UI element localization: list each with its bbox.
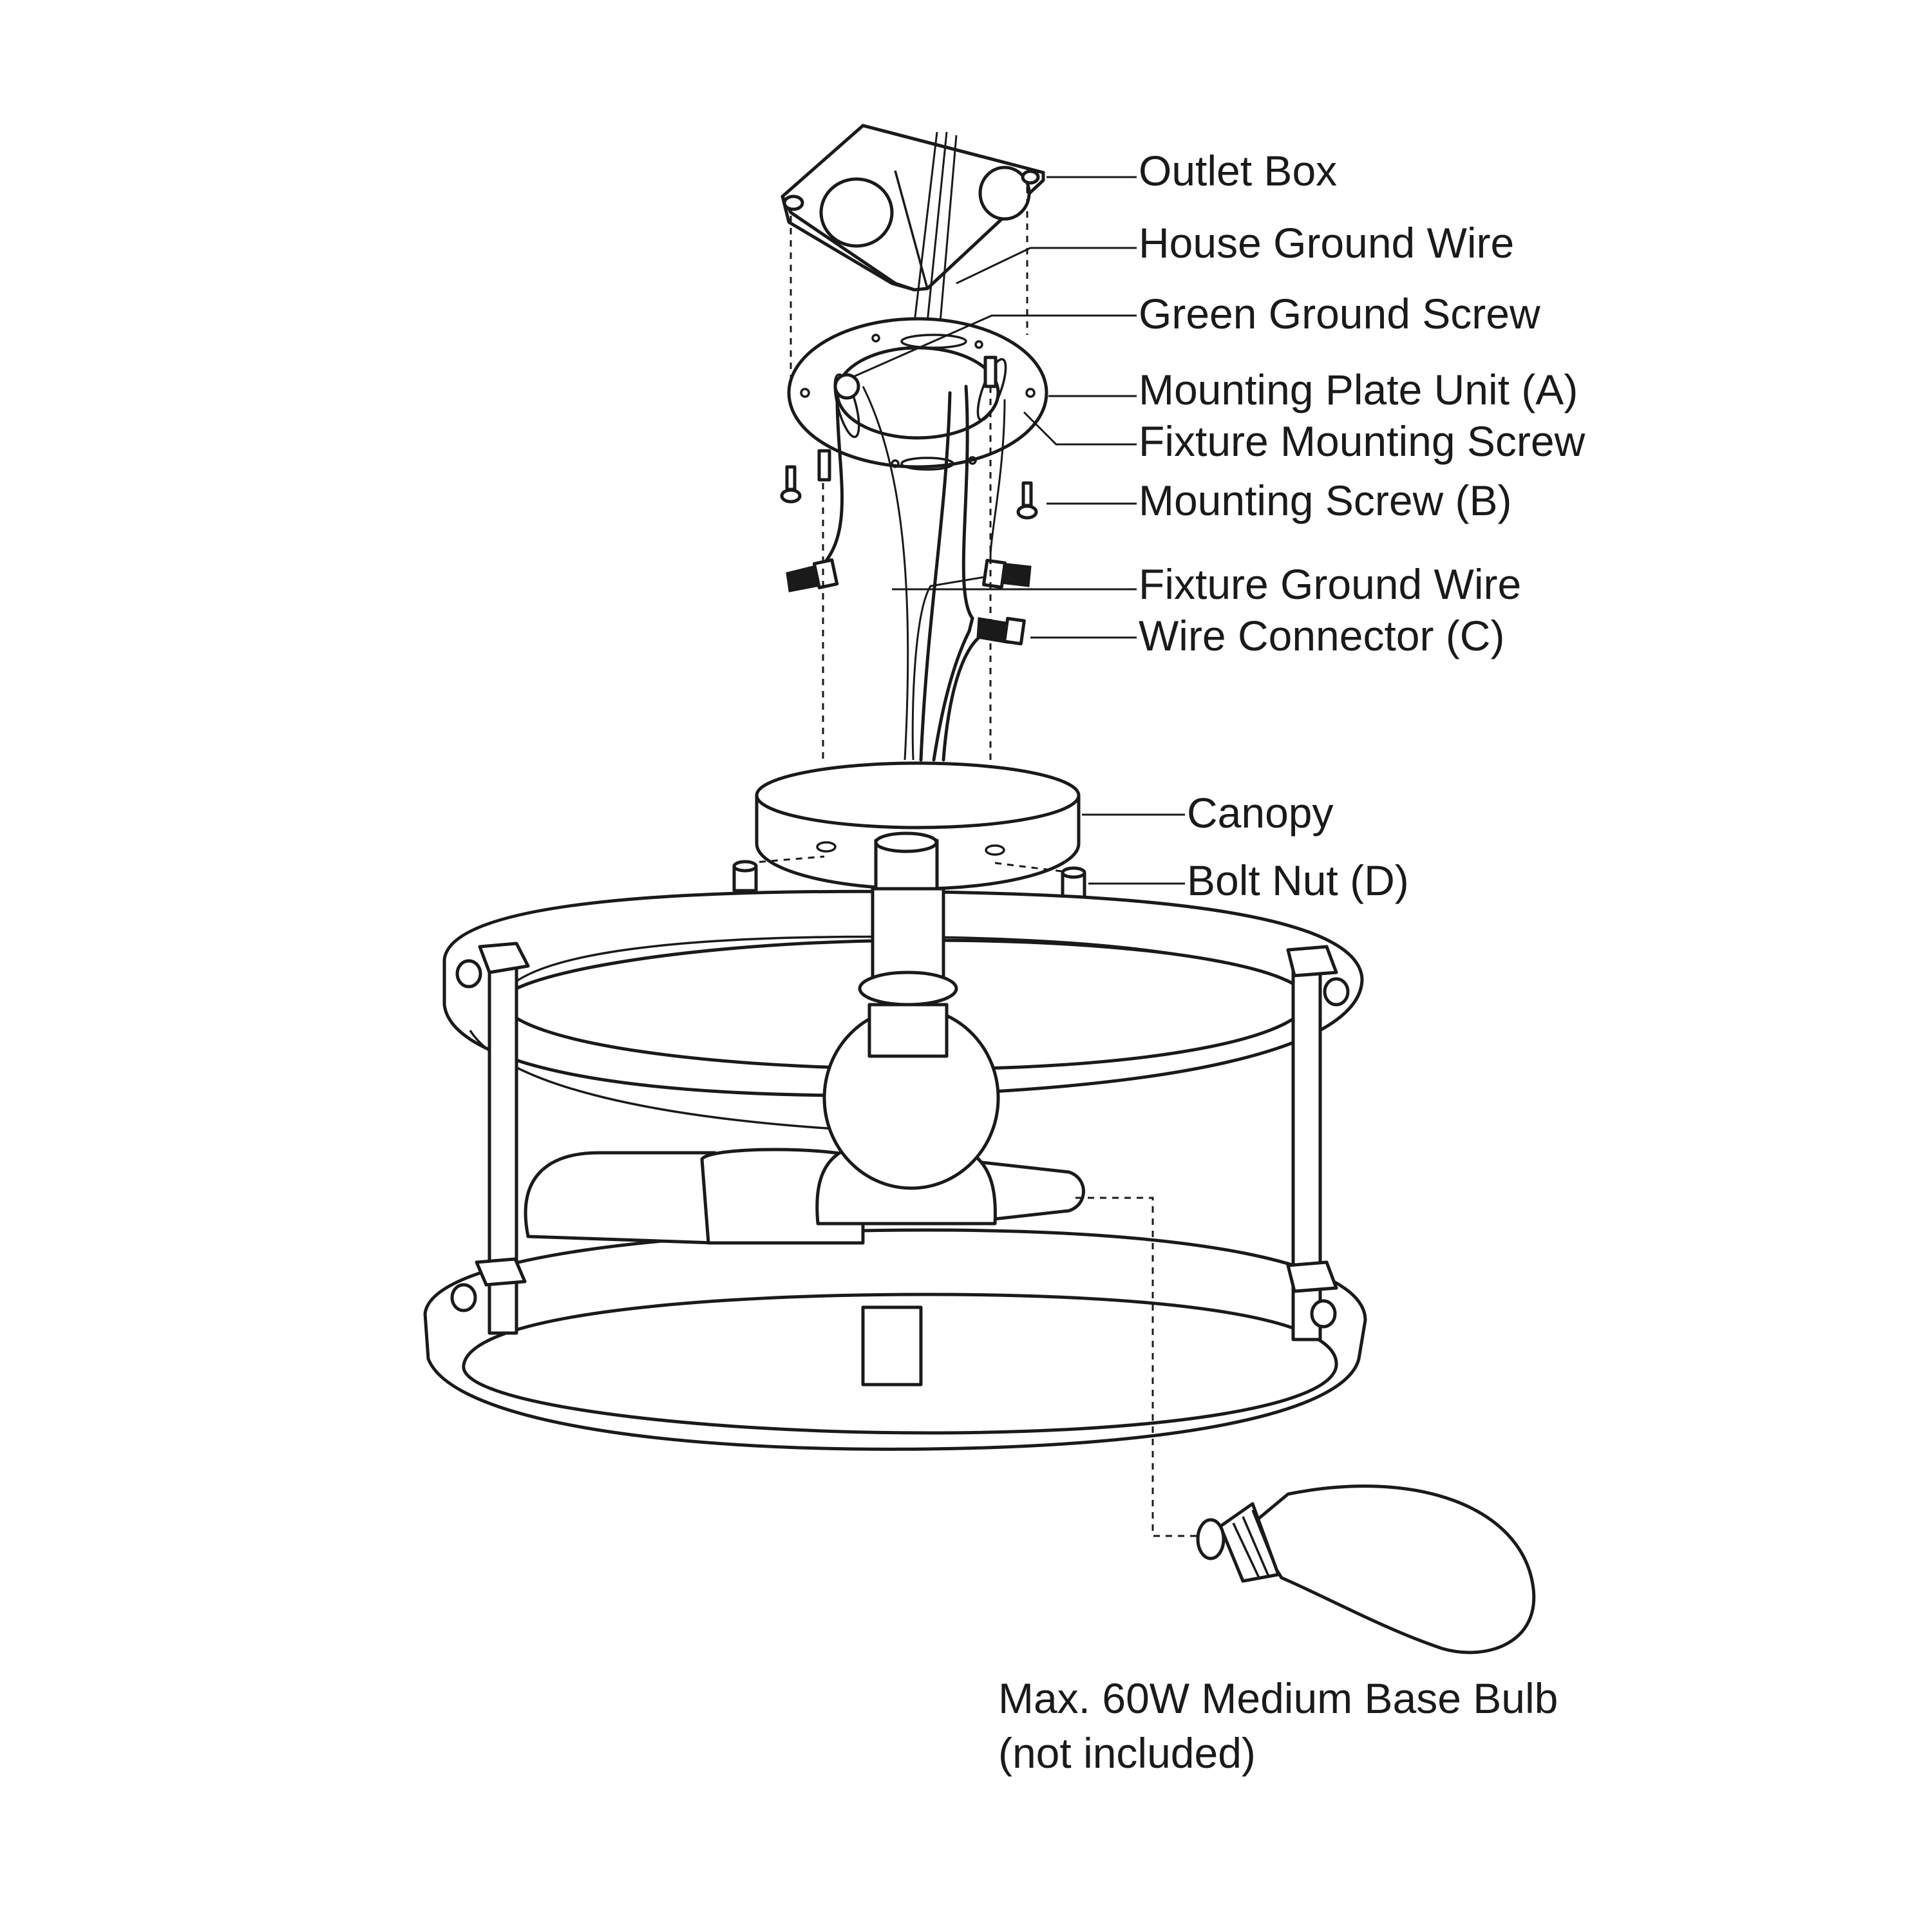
mounting-screw-right <box>1016 481 1038 520</box>
bulb-leader <box>1075 1197 1211 1537</box>
mounting-screw-left <box>780 465 802 504</box>
label-bulb-spec: Max. 60W Medium Base Bulb <box>998 1674 1558 1722</box>
label-wire-connector: Wire Connector (C) <box>1139 612 1504 659</box>
green-ground-screw-leader <box>853 314 1137 378</box>
wire-connector-right <box>976 616 1026 646</box>
label-bolt-nut: Bolt Nut (D) <box>1187 857 1409 904</box>
house-ground-wire-leader <box>956 247 1137 285</box>
label-canopy: Canopy <box>1187 789 1334 837</box>
wire-connector-middle <box>981 558 1032 589</box>
label-outlet-box: Outlet Box <box>1139 147 1337 194</box>
bolt-nut-right <box>1061 866 1086 899</box>
label-fixture-ground-wire: Fixture Ground Wire <box>1139 560 1521 608</box>
label-house-ground-wire: House Ground Wire <box>1139 219 1514 267</box>
label-bulb-note: (not included) <box>998 1729 1256 1777</box>
bolt-nut-left <box>732 860 758 893</box>
canopy <box>755 761 1081 894</box>
wire-connector-left <box>786 558 839 592</box>
bulb <box>1196 1484 1536 1654</box>
fixture-cage <box>423 887 1367 1451</box>
fixture-mounting-screw-leader <box>1023 411 1137 446</box>
label-mounting-screw: Mounting Screw (B) <box>1139 477 1512 524</box>
label-green-ground-screw: Green Ground Screw <box>1139 290 1540 337</box>
label-fixture-mounting-screw: Fixture Mounting Screw <box>1139 417 1586 465</box>
mounting-plate <box>787 317 1048 482</box>
outlet-box <box>781 124 1045 323</box>
label-mounting-plate-unit: Mounting Plate Unit (A) <box>1139 366 1578 413</box>
